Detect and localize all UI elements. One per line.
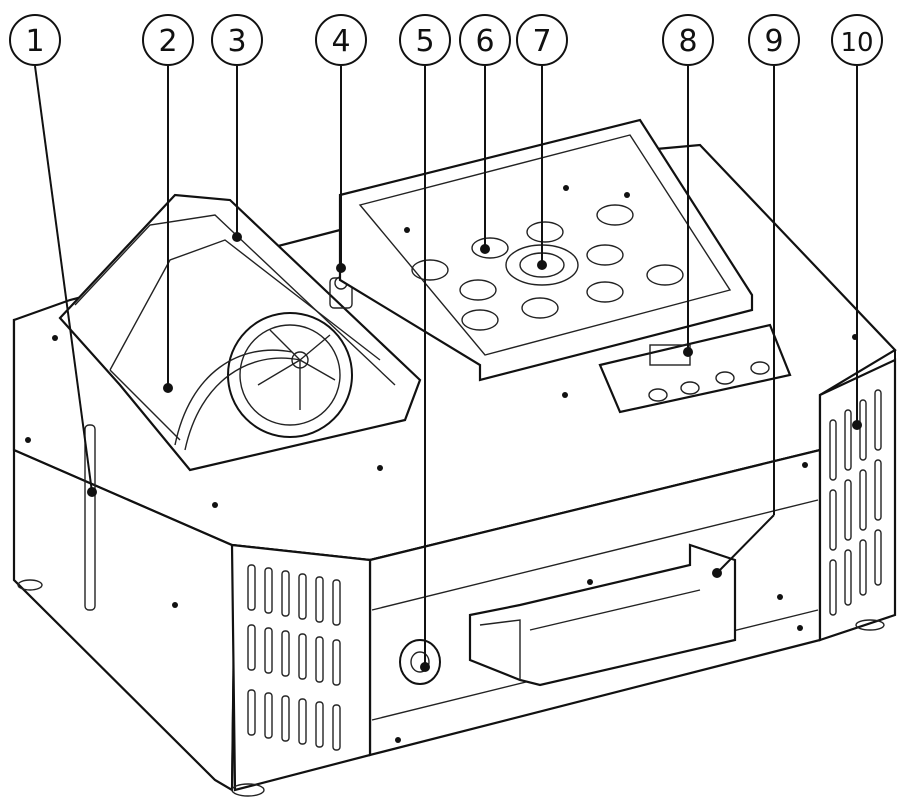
callout-1-label: 1 xyxy=(25,24,44,59)
callout-5: 5 xyxy=(399,14,451,66)
callout-3-label: 3 xyxy=(227,24,246,59)
callout-6: 6 xyxy=(459,14,511,66)
callout-4: 4 xyxy=(315,14,367,66)
callout-3: 3 xyxy=(211,14,263,66)
callout-8-label: 8 xyxy=(678,24,697,59)
callout-5-label: 5 xyxy=(415,24,434,59)
callout-8: 8 xyxy=(662,14,714,66)
device-illustration xyxy=(12,118,897,797)
leader-dots xyxy=(87,232,862,672)
callout-9-label: 9 xyxy=(764,24,783,59)
callout-10: 10 xyxy=(831,14,883,66)
leader-lines xyxy=(34,65,858,667)
callout-6-label: 6 xyxy=(475,24,494,59)
callout-4-label: 4 xyxy=(331,24,350,59)
callout-1: 1 xyxy=(9,14,61,66)
callout-2: 2 xyxy=(142,14,194,66)
leader-1 xyxy=(34,65,93,493)
callout-7: 7 xyxy=(516,14,568,66)
callout-9: 9 xyxy=(748,14,800,66)
leader-9b xyxy=(716,514,775,574)
callout-2-label: 2 xyxy=(158,24,177,59)
callout-7-label: 7 xyxy=(532,24,551,59)
callout-10-label: 10 xyxy=(840,28,873,58)
